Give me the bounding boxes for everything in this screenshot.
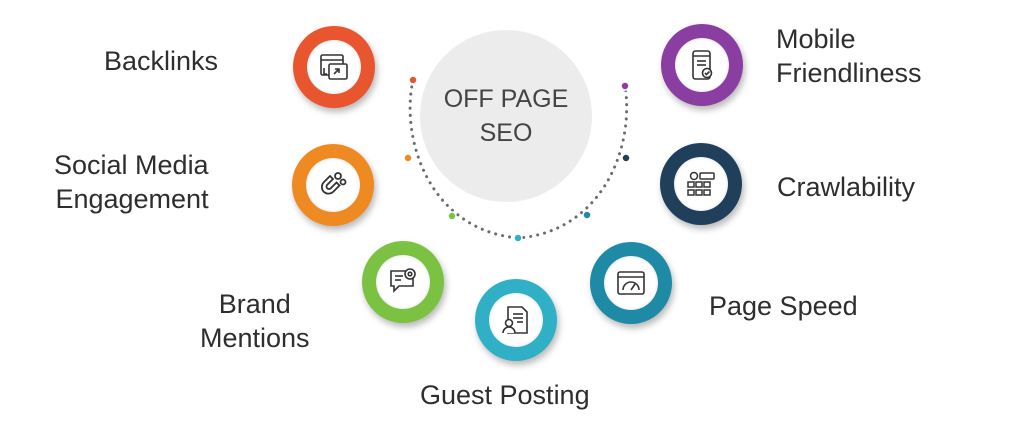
- center-circle: OFF PAGE SEO: [420, 30, 592, 202]
- arc-dot: [403, 153, 413, 163]
- social-media-label: Social Media Engagement: [54, 150, 209, 214]
- arc-dot: [621, 153, 631, 163]
- mobile-friendliness-label: Mobile Friendliness: [776, 24, 922, 88]
- arc-dot: [582, 210, 592, 220]
- brand-mentions-label: Brand Mentions: [200, 289, 310, 353]
- chat-mention-icon: [390, 268, 416, 293]
- backlinks-label: Backlinks: [104, 46, 219, 76]
- arc-dot: [513, 233, 523, 243]
- center-title-line1: OFF PAGE: [443, 85, 569, 113]
- mobile-check-icon: [692, 50, 713, 80]
- brand-mentions-node: [362, 241, 444, 323]
- arc-dot: [620, 81, 630, 91]
- crawl-grid-icon: [687, 171, 715, 196]
- guest-posting-label: Guest Posting: [420, 380, 590, 410]
- page-speed-label: Page Speed: [709, 291, 858, 321]
- arc-dot: [408, 75, 418, 85]
- mobile-friendliness-node: [661, 24, 743, 106]
- backlinks-icon: [320, 54, 348, 80]
- center-title-line2: SEO: [479, 119, 533, 147]
- crawlability-label: Crawlability: [777, 172, 916, 202]
- crawlability-node: [660, 143, 742, 225]
- arc-dot: [447, 211, 457, 221]
- guest-posting-node: [475, 279, 557, 361]
- backlinks-node: [293, 26, 375, 108]
- guest-post-icon: [502, 306, 528, 334]
- speedometer-icon: [617, 271, 645, 295]
- social-media-node: [292, 144, 374, 226]
- page-speed-node: [590, 242, 672, 324]
- magnet-icon: [321, 172, 347, 195]
